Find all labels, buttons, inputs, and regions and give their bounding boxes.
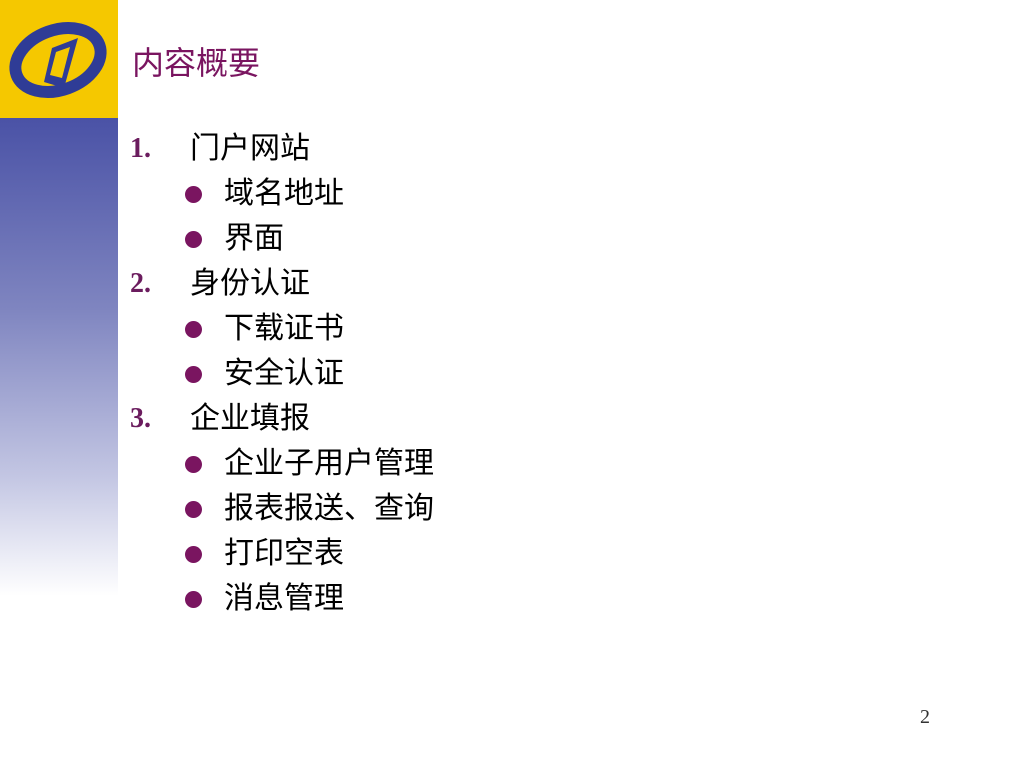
filled-circle-bullet-icon — [185, 231, 202, 248]
filled-circle-bullet-icon — [185, 591, 202, 608]
slide-title: 内容概要 — [132, 44, 261, 82]
list-item-label: 界面 — [224, 221, 284, 256]
list-item-label: 消息管理 — [224, 581, 344, 616]
list-item-label: 域名地址 — [224, 176, 344, 211]
statistics-logo-icon — [9, 22, 107, 98]
list-item-label: 企业子用户管理 — [224, 446, 434, 481]
side-gradient-bar — [0, 118, 118, 596]
filled-circle-bullet-icon — [185, 321, 202, 338]
section-number: 3. — [130, 403, 151, 434]
filled-circle-bullet-icon — [185, 456, 202, 473]
filled-circle-bullet-icon — [185, 186, 202, 203]
list-item-label: 打印空表 — [224, 536, 344, 571]
list-item-label: 下载证书 — [224, 311, 344, 346]
page-number: 2 — [920, 706, 930, 728]
section-number: 2. — [130, 268, 151, 299]
logo-block — [0, 0, 118, 118]
section-label: 身份认证 — [190, 266, 310, 301]
list-item-label: 安全认证 — [224, 356, 344, 391]
section-label: 企业填报 — [190, 401, 310, 436]
section-number: 1. — [130, 133, 151, 164]
filled-circle-bullet-icon — [185, 501, 202, 518]
section-label: 门户网站 — [190, 131, 310, 166]
list-item-label: 报表报送、查询 — [224, 491, 434, 526]
filled-circle-bullet-icon — [185, 546, 202, 563]
filled-circle-bullet-icon — [185, 366, 202, 383]
